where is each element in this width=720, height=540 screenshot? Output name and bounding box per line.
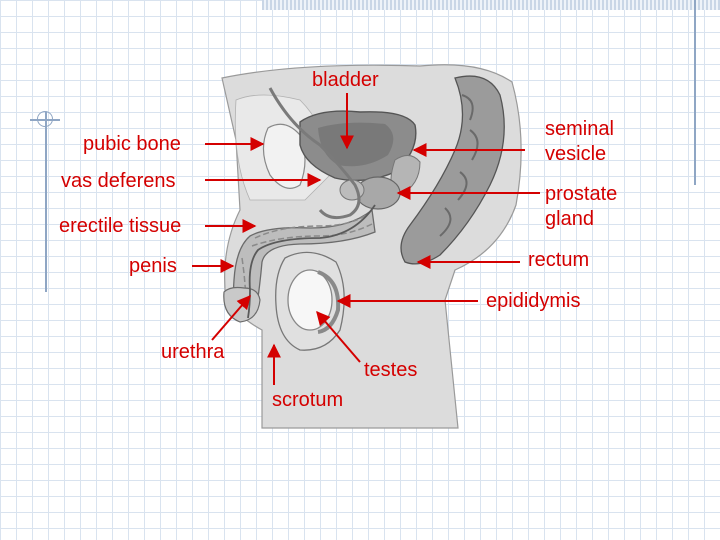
label-erectile-tissue: erectile tissue (59, 215, 181, 237)
label-testes: testes (364, 359, 417, 381)
label-scrotum: scrotum (272, 389, 343, 411)
label-urethra: urethra (161, 341, 224, 363)
label-penis: penis (129, 255, 177, 277)
label-seminal-vesicle: seminal vesicle (545, 117, 614, 167)
label-vas-deferens: vas deferens (61, 170, 176, 192)
label-rectum: rectum (528, 249, 589, 271)
label-epididymis: epididymis (486, 290, 580, 312)
label-prostate-gland: prostate gland (545, 182, 617, 232)
label-pubic-bone: pubic bone (83, 133, 181, 155)
label-bladder: bladder (312, 69, 379, 91)
